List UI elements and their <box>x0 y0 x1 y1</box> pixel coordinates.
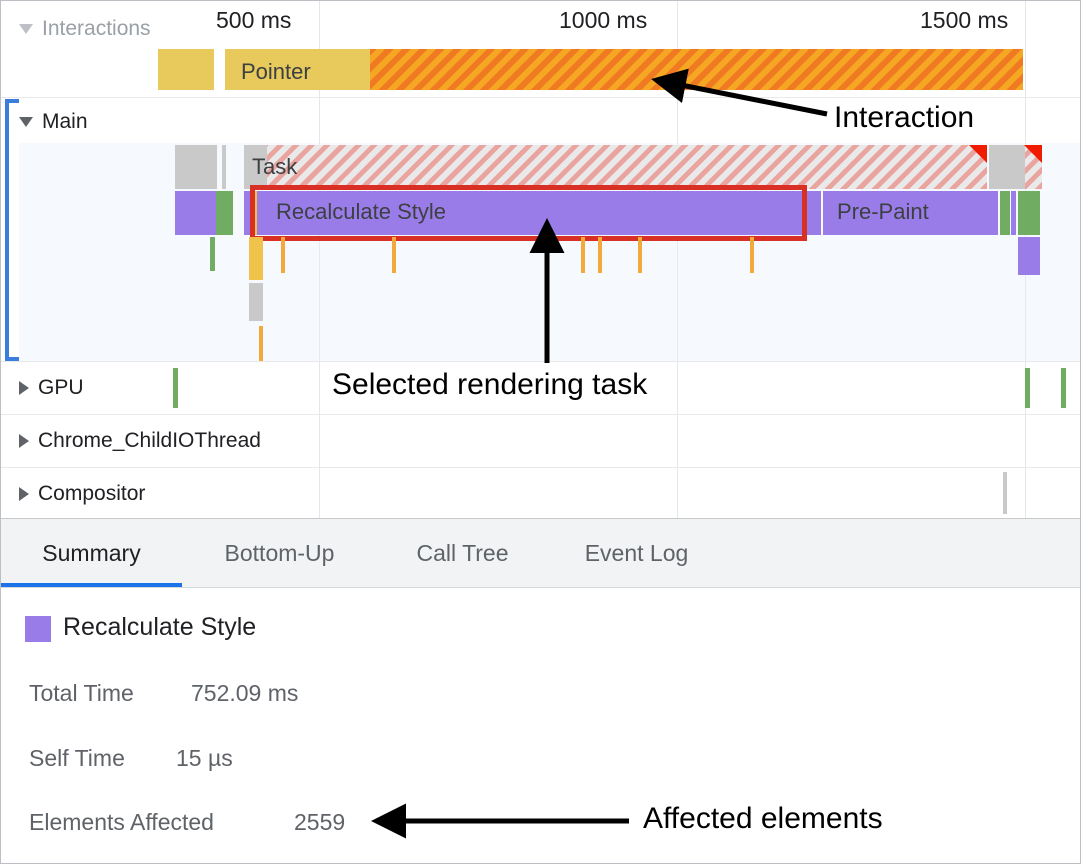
chevron-down-icon <box>19 117 33 127</box>
tab-event-log-label: Event Log <box>584 539 689 566</box>
tab-event-log[interactable]: Event Log <box>548 519 725 587</box>
flame-bar-layout[interactable] <box>210 237 215 271</box>
flame-bar-task[interactable] <box>989 145 1025 189</box>
gpu-event-marker[interactable] <box>173 368 178 408</box>
event-color-swatch <box>25 616 51 642</box>
tick-label-1000: 1000 ms <box>559 7 648 33</box>
tab-summary[interactable]: Summary <box>1 519 182 587</box>
flame-bar-recalculate-style[interactable] <box>175 191 216 235</box>
tab-call-tree[interactable]: Call Tree <box>377 519 548 587</box>
tick-label-500: 500 ms <box>216 7 292 33</box>
time-ruler: 500 ms 1000 ms 1500 ms <box>1 3 1080 35</box>
event-tick[interactable] <box>598 237 602 273</box>
chevron-right-icon <box>19 487 29 501</box>
track-label-chrome-childiothread: Chrome_ChildIOThread <box>38 429 261 452</box>
track-label-main: Main <box>42 110 88 133</box>
interaction-bar-long-animation-frame[interactable] <box>370 49 1023 90</box>
flame-bar-layout[interactable] <box>216 191 233 235</box>
tick-label-1500: 1500 ms <box>920 7 1009 33</box>
annotation-affected-elements: Affected elements <box>643 802 883 835</box>
event-tick[interactable] <box>259 326 263 361</box>
divider <box>1 467 1080 468</box>
chevron-down-icon <box>19 24 33 34</box>
warning-triangle-icon <box>1024 145 1042 163</box>
flame-bar-recalculate-style[interactable] <box>807 191 821 235</box>
flame-bar-long-task[interactable] <box>267 145 987 189</box>
track-label-compositor: Compositor <box>38 482 146 505</box>
gridline-500-main <box>319 143 320 361</box>
track-label-interactions: Interactions <box>42 17 151 40</box>
flame-bar-recalculate-style[interactable] <box>1018 237 1040 275</box>
summary-value-total-time: 752.09 ms <box>191 680 299 706</box>
flame-bar-recalculate-style[interactable] <box>1011 191 1016 235</box>
track-header-compositor[interactable]: Compositor <box>19 482 145 506</box>
track-header-gpu[interactable]: GPU <box>19 376 84 400</box>
event-tick[interactable] <box>281 237 285 273</box>
tab-bottom-up-label: Bottom-Up <box>224 539 335 566</box>
summary-key-elements-affected: Elements Affected <box>29 809 214 835</box>
annotation-selected-task: Selected rendering task <box>332 368 648 401</box>
active-tab-indicator <box>1 583 182 587</box>
compositor-event-marker[interactable] <box>1003 472 1007 514</box>
summary-key-total-time: Total Time <box>29 680 134 706</box>
divider <box>1 414 1080 415</box>
event-tick[interactable] <box>750 237 754 273</box>
divider <box>1 97 1080 98</box>
event-tick[interactable] <box>638 237 642 273</box>
flame-bar-layout[interactable] <box>1018 191 1040 235</box>
interaction-bar-0[interactable] <box>158 49 214 90</box>
tab-bottom-up[interactable]: Bottom-Up <box>182 519 377 587</box>
gpu-event-marker[interactable] <box>1025 368 1030 408</box>
divider <box>1 361 1080 362</box>
event-tick[interactable] <box>581 237 585 273</box>
flame-bar-script[interactable] <box>249 237 263 280</box>
flame-bar-pre-paint-label: Pre-Paint <box>837 199 929 224</box>
track-label-gpu: GPU <box>38 376 84 399</box>
tab-call-tree-label: Call Tree <box>416 539 509 566</box>
flame-bar-other[interactable] <box>249 283 263 321</box>
gpu-event-marker[interactable] <box>1061 368 1066 408</box>
flame-bar-selected-label: Recalculate Style <box>276 199 446 224</box>
details-tabstrip: Summary Bottom-Up Call Tree Event Log <box>1 518 1080 588</box>
event-tick[interactable] <box>392 237 396 273</box>
summary-value-elements-affected: 2559 <box>294 809 346 835</box>
flame-bar-layout[interactable] <box>1000 191 1010 235</box>
interaction-bar-pointer-label: Pointer <box>241 59 311 84</box>
track-header-interactions[interactable]: Interactions <box>19 17 151 41</box>
track-selection-indicator-main <box>5 99 19 361</box>
chevron-right-icon <box>19 381 29 395</box>
track-header-main[interactable]: Main <box>19 110 88 134</box>
tab-summary-label: Summary <box>42 539 141 566</box>
summary-event-title: Recalculate Style <box>63 613 257 641</box>
flame-bar-task[interactable] <box>175 145 217 189</box>
flame-bar-task-label: Task <box>252 154 298 179</box>
chevron-right-icon <box>19 434 29 448</box>
summary-key-self-time: Self Time <box>29 745 125 771</box>
flame-bar-pre-paint[interactable] <box>823 191 998 235</box>
gridline-1000-main <box>677 143 678 361</box>
annotation-interaction: Interaction <box>834 101 975 134</box>
warning-triangle-icon <box>969 145 987 163</box>
flame-bar-task[interactable] <box>222 145 226 189</box>
summary-pane: Recalculate Style Total Time 752.09 ms S… <box>1 588 1080 863</box>
summary-value-self-time: 15 µs <box>176 745 233 771</box>
track-header-chrome-childiothread[interactable]: Chrome_ChildIOThread <box>19 429 261 453</box>
interaction-bar-pointer[interactable] <box>225 49 370 90</box>
